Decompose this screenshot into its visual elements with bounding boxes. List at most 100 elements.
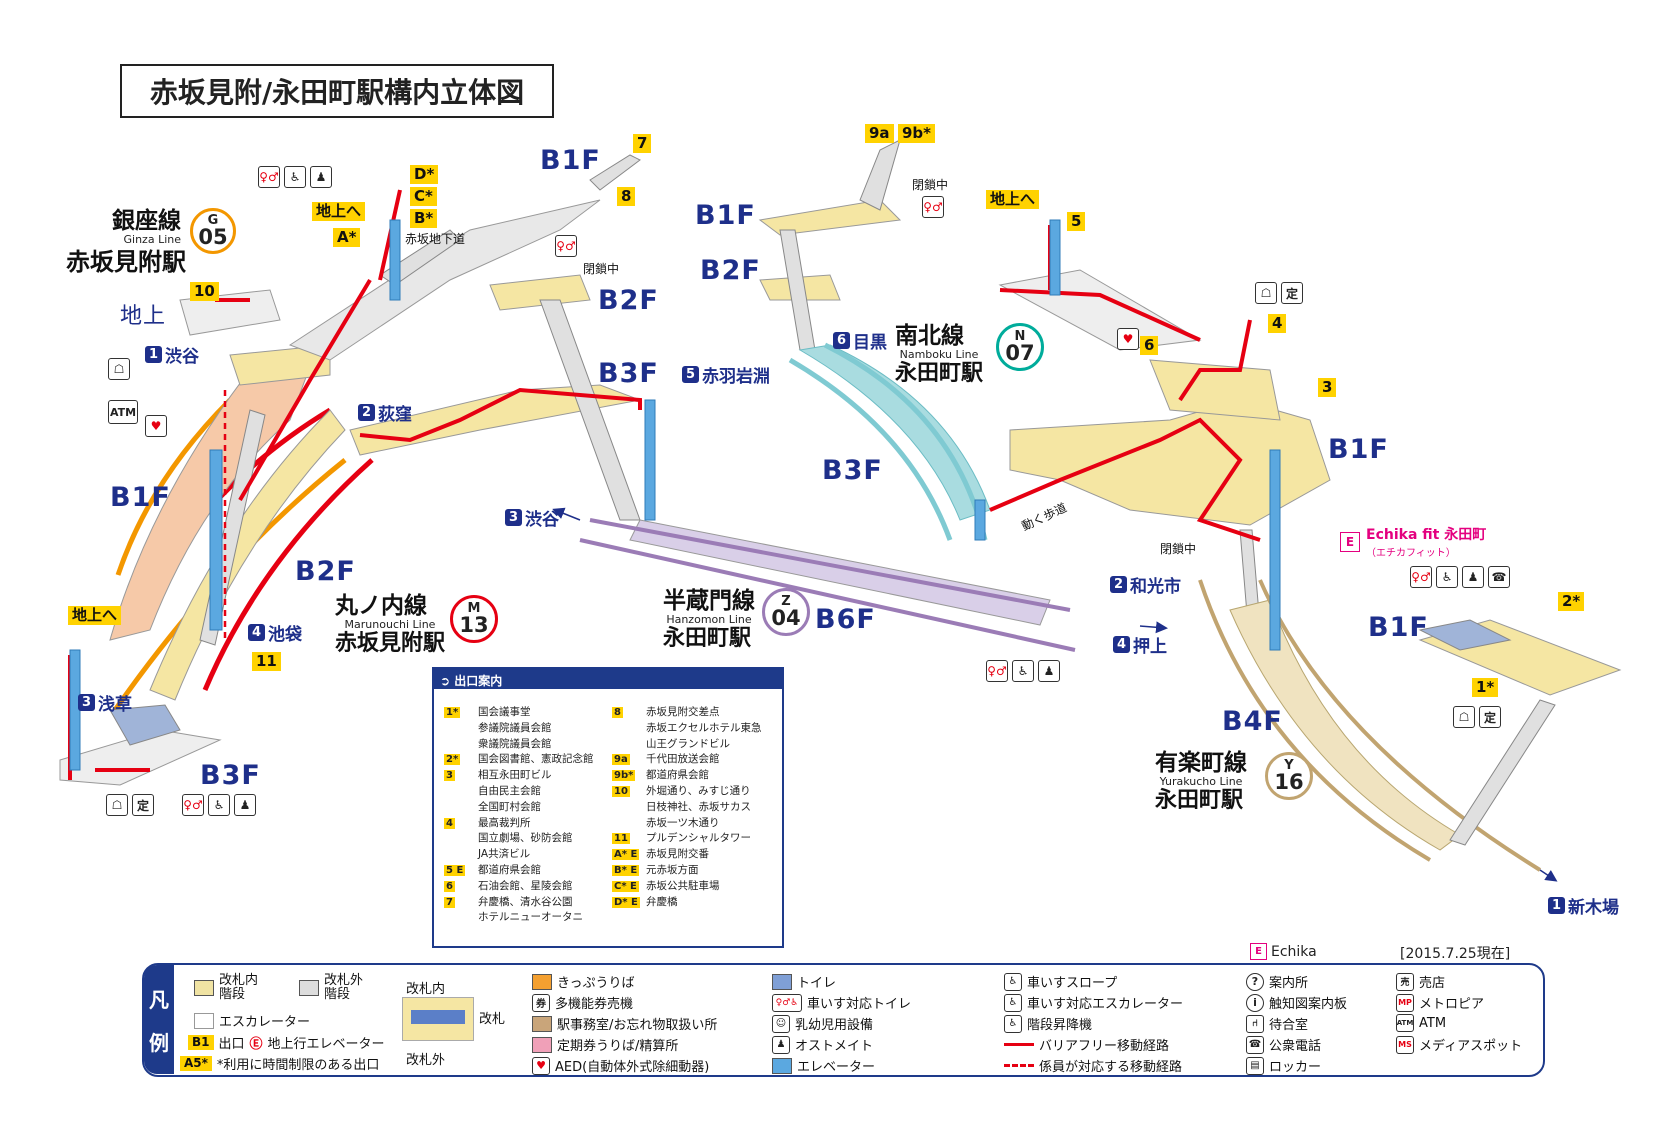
exit-guide-row: 赤坂エクセルホテル東急: [612, 721, 762, 737]
legend-station-office: 駅事務室/お忘れ物取扱い所: [532, 1014, 717, 1033]
exit-guide-key: [612, 737, 646, 753]
legend-text: 案内所: [1269, 976, 1309, 991]
exit-guide-destination: 山王グランドビル: [646, 737, 730, 750]
ostomate-icon: ♟: [234, 794, 256, 816]
direction-label: 浅草: [98, 695, 132, 715]
exit-5-label: 5: [1067, 212, 1086, 232]
legend-text: 係員が対応する移動経路: [1039, 1060, 1183, 1075]
exit-guide-key: [444, 847, 478, 863]
direction-label: 荻窪: [378, 405, 412, 425]
map-title: 赤坂見附/永田町駅構内立体図: [120, 64, 554, 118]
namboku-badge-number: 07: [1005, 341, 1035, 365]
yurakucho-badge-letter: Y: [1284, 758, 1294, 773]
hanzomon-b2f-concourse: [489, 274, 591, 311]
closed-label-3: 閉鎖中: [1160, 542, 1197, 556]
exit-guide-key: 7: [444, 895, 478, 911]
yurakucho-right-b1f-box: [1418, 619, 1512, 651]
station-office-icon: [532, 1015, 552, 1032]
direction-label: 押上: [1133, 637, 1167, 657]
ginza-station-name: 赤坂見附駅: [66, 248, 186, 276]
legend-barrier-free: バリアフリー移動経路: [1004, 1035, 1169, 1054]
hanzomon-station-badge: Z 04: [762, 588, 810, 636]
legend-time-limit: A5**利用に時間制限のある出口: [180, 1054, 379, 1073]
ginza-badge-number: 05: [198, 225, 228, 249]
yurakucho-badge-number: 16: [1274, 770, 1304, 794]
legend-text: きっぷうりば: [557, 976, 635, 991]
exit-guide-row: 日枝神社、赤坂サカス: [612, 800, 762, 816]
exit-guide-destination: 元赤坂方面: [646, 863, 699, 876]
exit-guide-key: 8: [612, 705, 646, 721]
legend-baby: ☺乳幼児用設備: [772, 1014, 873, 1033]
arrow-shibuya-hanzomon: [552, 507, 581, 521]
as-of-date: [2015.7.25現在]: [1400, 946, 1511, 962]
exit-number-badge: 2*: [444, 754, 461, 766]
closed-label-1: 閉鎖中: [583, 262, 620, 276]
legend-text: 駅事務室/お忘れ物取扱い所: [557, 1018, 718, 1033]
exit-guide-destination: 都道府県会館: [646, 769, 709, 782]
tactile-map-icon: i: [1246, 993, 1264, 1012]
exit-guide-destination: 外堀通り、みすじ通り: [646, 784, 751, 797]
multi-ticket-icon: 券: [532, 993, 550, 1012]
legend-text: オストメイト: [795, 1039, 874, 1054]
echika-legend: E Echika: [1250, 943, 1317, 960]
exit-A-label: A*: [333, 228, 361, 248]
ginza-line-name: 銀座線: [112, 208, 181, 234]
exit-guide-destination: 弁慶橋: [646, 895, 678, 908]
shop-icon: 売: [1396, 972, 1414, 991]
exit-guide-destination: 国会図書館、憲政記念館: [478, 753, 594, 766]
namboku-line-label: 南北線 Namboku Line 永田町駅: [895, 325, 983, 385]
hanzomon-line-label: 半蔵門線 Hanzomon Line 永田町駅: [663, 590, 755, 650]
legend-ticket: きっぷうりば: [532, 972, 634, 991]
toilet-icon: ♀♂: [182, 794, 204, 816]
atm-icon: ATM: [108, 400, 138, 424]
exit-3-label: 3: [1318, 378, 1337, 398]
ticket-icon: [532, 973, 552, 990]
exit-number-badge: 7: [444, 896, 455, 908]
media-spot-icon: MS: [1396, 1035, 1414, 1054]
legend-ostomate: ♟ オストメイト: [772, 1035, 873, 1054]
to-ground-label-2: 地上へ: [68, 606, 122, 626]
namboku-line-en: Namboku Line: [899, 348, 979, 361]
exit-guide-key: B* E: [612, 863, 646, 879]
legend-commuter-pass: 定期券うりば/精算所: [532, 1035, 678, 1054]
exit-10-label: 10: [190, 282, 219, 302]
legend-text: 車いすスロープ: [1027, 976, 1118, 991]
hanzomon-line-en: Hanzomon Line: [666, 613, 752, 626]
legend-stairs-outside: 改札外 階段: [299, 973, 363, 1003]
legend-text: 階段昇降機: [1027, 1018, 1093, 1033]
legend-elevator: エレベーター: [772, 1056, 875, 1075]
marunouchi-line-en: Marunouchi Line: [344, 618, 436, 631]
legend-text: 待合室: [1269, 1018, 1309, 1033]
direction-label: 赤羽岩淵: [702, 367, 770, 387]
elevator-ginza-3: [389, 219, 401, 301]
ostomate-icon: ♟: [772, 1035, 790, 1054]
staff-route-line-icon: [1004, 1064, 1034, 1067]
ginza-line-label: 銀座線 Ginza Line: [112, 208, 182, 247]
exit-guide-destination: 赤坂エクセルホテル東急: [646, 721, 762, 734]
to-ground-label-1: 地上へ: [312, 202, 366, 222]
namboku-station-name: 永田町駅: [895, 361, 984, 386]
exit-D-label: D*: [410, 165, 439, 185]
exit-guide-row: JA共済ビル: [444, 847, 594, 863]
exit-guide-destination: 石油会館、星陵会館: [478, 879, 573, 892]
exit-guide-row: 国立劇場、砂防会館: [444, 831, 594, 847]
fare-adjust-icon: 定: [132, 794, 154, 816]
exit-1-label: 1*: [1472, 678, 1499, 698]
aed-icon: ♥: [532, 1056, 550, 1075]
direction-num: 5: [682, 366, 699, 383]
ginza-line-en: Ginza Line: [123, 233, 182, 246]
direction-num: 3: [78, 694, 95, 711]
exit-guide-row: 参議院議員会館: [444, 721, 594, 737]
exit-guide-destination: 参議院議員会館: [478, 721, 552, 734]
namboku-badge-letter: N: [1014, 329, 1026, 344]
